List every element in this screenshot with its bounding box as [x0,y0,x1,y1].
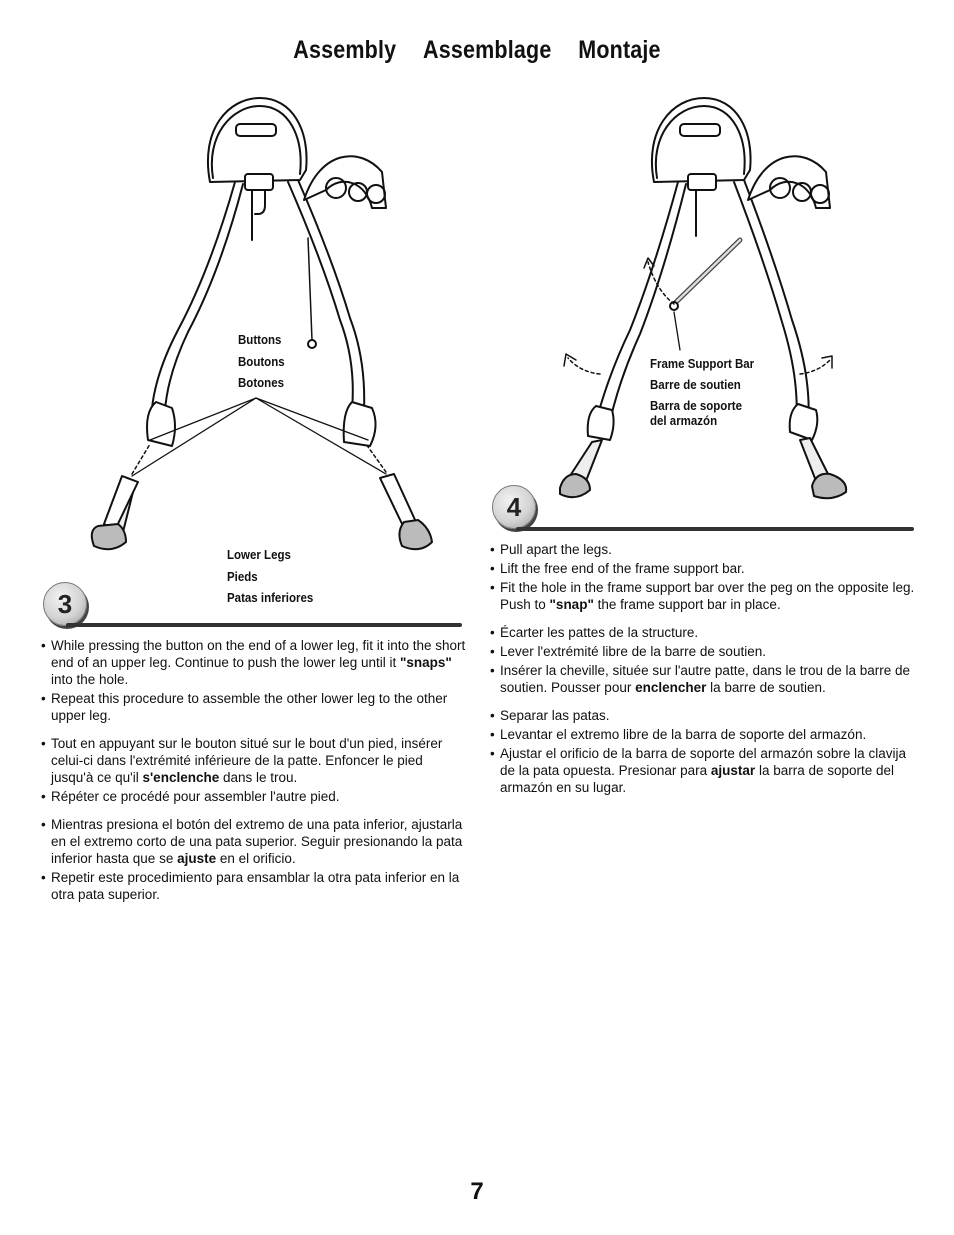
instruction-text: the frame support bar in place. [593,597,781,612]
instruction-bullet: Lever l'extrémité libre de la barre de s… [490,643,915,660]
instruction-text: Répéter ce procédé pour assembler l'autr… [51,789,340,804]
instruction-emphasis: s'enclenche [142,770,220,785]
step3-spanish: Mientras presiona el botón del extremo d… [41,816,466,903]
instruction-text: Pull apart the legs. [500,542,612,557]
instruction-text: la barra de soporte del armazón en su lu… [500,763,895,795]
instruction-text: Lift the free end of the frame support b… [500,561,745,576]
instruction-bullet: Mientras presiona el botón del extremo d… [41,816,466,867]
instruction-text: Lever l'extrémité libre de la barre de s… [500,644,766,659]
page-title: Assembly Assemblage Montaje [67,36,887,65]
instruction-bullet: Répéter ce procédé pour assembler l'autr… [41,788,466,805]
instruction-bullet: Ajustar el orificio de la barra de sopor… [490,745,915,796]
instruction-text: la barre de soutien. [706,680,826,695]
step3-english: While pressing the button on the end of … [41,637,466,724]
instruction-text: Fit the hole in the frame support bar ov… [500,580,915,612]
instruction-bullet: Levantar el extremo libre de la barra de… [490,726,915,743]
instruction-text: into the hole. [51,672,129,687]
instruction-bullet: While pressing the button on the end of … [41,637,466,688]
instruction-emphasis: ajuste [177,851,217,866]
instruction-bullet: Pull apart the legs. [490,541,915,558]
title-french: Assemblage [423,36,552,64]
step4-divider [516,527,914,531]
step4-english: Pull apart the legs. Lift the free end of… [490,541,915,613]
step3-illustration [90,97,433,551]
instruction-emphasis: ajustar [710,763,756,778]
instruction-text: Repeat this procedure to assemble the ot… [51,691,448,723]
instruction-text: Écarter les pattes de la structure. [500,625,699,640]
frame-support-bar-label: Frame Support Bar Barre de soutien Barra… [650,357,755,428]
step3-divider [66,623,462,627]
instruction-bullet: Insérer la cheville, située sur l'autre … [490,662,915,696]
instruction-text: en el orificio. [216,851,296,866]
step3-badge: 3 [43,582,87,626]
instruction-bullet: Separar las patas. [490,707,915,724]
instruction-text: While pressing the button on the end of … [51,638,466,670]
step4-badge: 4 [492,485,536,529]
title-spanish: Montaje [578,36,661,64]
instruction-emphasis: "snap" [549,597,594,612]
instruction-emphasis: "snaps" [399,655,452,670]
step4-illustration [559,97,848,500]
step3-instructions: While pressing the button on the end of … [41,637,466,914]
step3-french: Tout en appuyant sur le bouton situé sur… [41,735,466,805]
instruction-text: Repetir este procedimiento para ensambla… [51,870,460,902]
instruction-emphasis: enclencher [635,680,707,695]
buttons-label: Buttons Boutons Botones [238,333,285,390]
instruction-text: Insérer la cheville, située sur l'autre … [500,663,911,695]
step4-instructions: Pull apart the legs. Lift the free end of… [490,541,915,807]
instruction-bullet: Lift the free end of the frame support b… [490,560,915,577]
step4-french: Écarter les pattes de la structure. Lever… [490,624,915,696]
instruction-bullet: Repeat this procedure to assemble the ot… [41,690,466,724]
instruction-text: Levantar el extremo libre de la barra de… [500,727,867,742]
instruction-bullet: Tout en appuyant sur le bouton situé sur… [41,735,466,786]
instruction-text: dans le trou. [219,770,298,785]
page-number: 7 [470,1178,484,1205]
instruction-text: Mientras presiona el botón del extremo d… [51,817,463,866]
title-english: Assembly [293,36,397,64]
instruction-bullet: Repetir este procedimiento para ensambla… [41,869,466,903]
instruction-text: Tout en appuyant sur le bouton situé sur… [51,736,443,785]
step4-spanish: Separar las patas. Levantar el extremo li… [490,707,915,796]
lower-legs-label: Lower Legs Pieds Patas inferiores [227,548,314,605]
instruction-bullet: Écarter les pattes de la structure. [490,624,915,641]
instruction-text: Separar las patas. [500,708,610,723]
instruction-text: Ajustar el orificio de la barra de sopor… [500,746,906,778]
instruction-bullet: Fit the hole in the frame support bar ov… [490,579,915,613]
